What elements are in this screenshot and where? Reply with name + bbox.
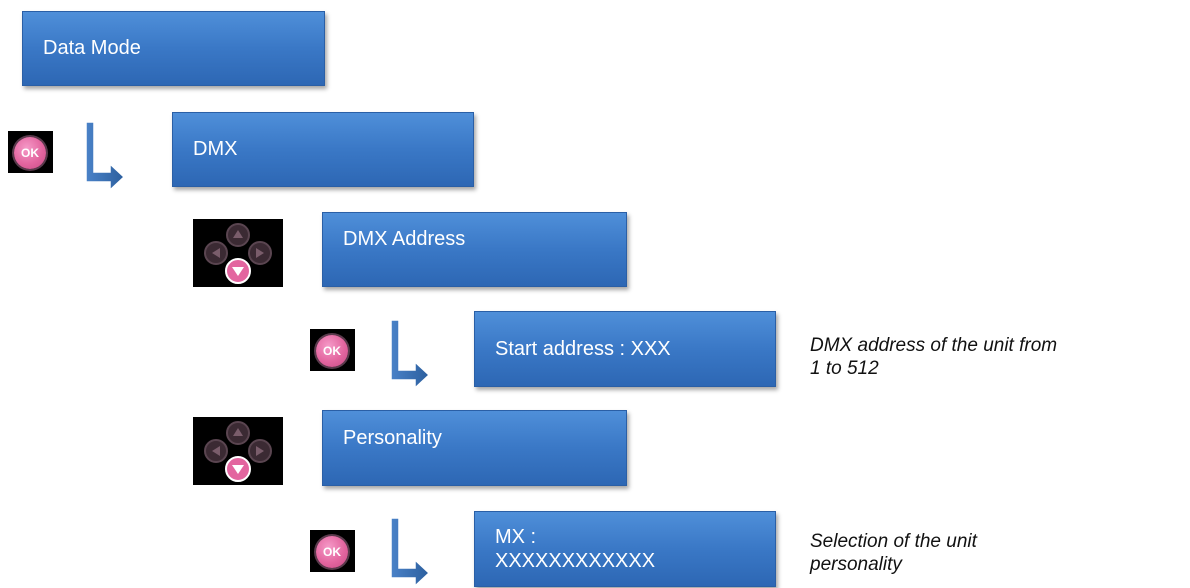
navigation-pad-down-icon (193, 219, 283, 287)
menu-mx-line1: MX : (495, 526, 537, 548)
down-right-arrow-icon (390, 517, 431, 586)
menu-dmx-address[interactable]: DMX Address (322, 212, 627, 287)
menu-personality-label: Personality (343, 426, 442, 449)
menu-personality[interactable]: Personality (322, 410, 627, 486)
down-right-arrow-icon (390, 319, 431, 388)
menu-mx-line2: XXXXXXXXXXXX (495, 550, 656, 572)
ok-button-icon: OK (310, 530, 355, 572)
note-start-address-line2: 1 to 512 (810, 358, 879, 379)
note-start-address-line1: DMX address of the unit from (810, 335, 1058, 356)
menu-dmx[interactable]: DMX (172, 112, 474, 187)
menu-start-address-label: Start address : XXX (495, 337, 671, 360)
menu-mx[interactable]: MX : XXXXXXXXXXXX (474, 511, 776, 587)
note-start-address: DMX address of the unit from 1 to 512 (810, 334, 1057, 380)
note-personality: Selection of the unit personality (810, 530, 977, 576)
ok-button-icon: OK (8, 131, 53, 173)
ok-button-icon: OK (310, 329, 355, 371)
note-personality-line1: Selection of the unit (810, 531, 977, 552)
menu-data-mode[interactable]: Data Mode (22, 11, 325, 86)
menu-dmx-address-label: DMX Address (343, 228, 466, 250)
navigation-pad-down-icon (193, 417, 283, 485)
menu-dmx-label: DMX (193, 138, 238, 160)
note-personality-line2: personality (810, 554, 902, 575)
menu-data-mode-label: Data Mode (43, 37, 141, 59)
menu-start-address[interactable]: Start address : XXX (474, 311, 776, 387)
down-right-arrow-icon (85, 121, 126, 190)
